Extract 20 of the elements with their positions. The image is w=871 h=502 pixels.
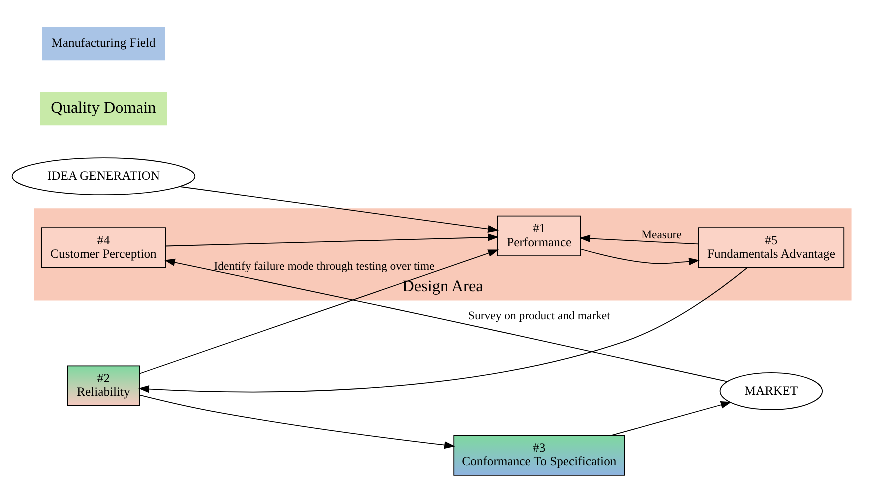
node-box: #3 Conformance To Specification [454, 434, 626, 476]
arrow [165, 233, 500, 246]
arrow [580, 234, 700, 244]
edge-label: Identify failure mode through testing over time [214, 259, 435, 272]
node-box: #4 Customer Perception [41, 227, 166, 268]
node-box: #5 Fundamentals Advantage [698, 227, 845, 268]
edge-label: Survey on product and market [468, 309, 610, 322]
node-box: #1 Performance [497, 215, 582, 256]
arrow [611, 400, 732, 436]
arrow [179, 186, 499, 233]
arrow [140, 394, 456, 449]
edge-label: Measure [642, 228, 682, 241]
node-box: Manufacturing Field [42, 26, 166, 60]
node-ellipse: IDEA GENERATION [12, 157, 196, 196]
arrow [580, 248, 700, 265]
arrow [164, 258, 728, 382]
arrow [140, 249, 500, 374]
arrow [138, 266, 748, 393]
node-box: Quality Domain [40, 92, 168, 126]
node-box: #2 Reliability [67, 365, 140, 406]
